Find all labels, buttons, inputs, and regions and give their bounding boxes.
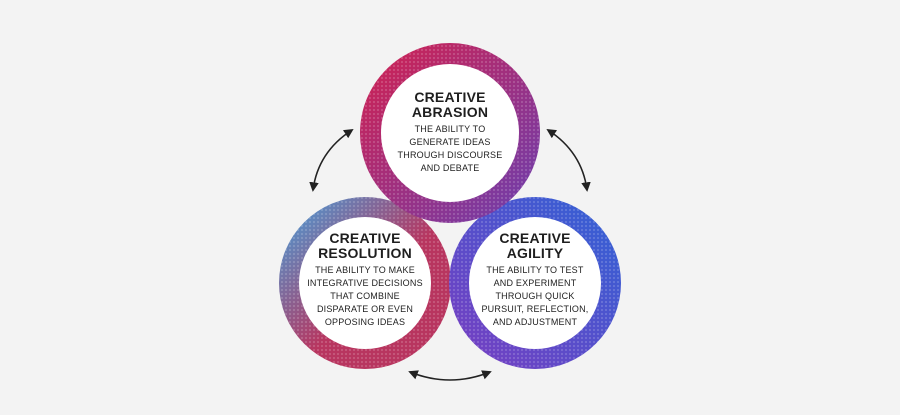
resolution-desc-line-2: INTEGRATIVE DECISIONS [307, 278, 423, 288]
circle-creative-resolution [279, 197, 451, 369]
agility-description: THE ABILITY TO TEST AND EXPERIMENT THROU… [466, 264, 604, 329]
agility-desc-line-1: THE ABILITY TO TEST [486, 265, 584, 275]
abrasion-inner-disc [381, 64, 519, 202]
resolution-desc-line-4: DISPARATE OR EVEN [316, 304, 414, 314]
agility-inner-disc [469, 217, 601, 349]
resolution-desc-line-5: OPPOSING IDEAS [324, 317, 406, 327]
resolution-title: CREATIVE RESOLUTION [296, 231, 434, 261]
resolution-label: CREATIVE RESOLUTION THE ABILITY TO MAKE … [296, 231, 434, 329]
abrasion-desc-line-2: GENERATE IDEAS [409, 137, 491, 147]
circle-creative-abrasion [360, 43, 540, 223]
agility-desc-line-5: AND ADJUSTMENT [492, 317, 578, 327]
resolution-desc-line-1: THE ABILITY TO MAKE [315, 265, 415, 275]
resolution-title-line-2: RESOLUTION [318, 245, 412, 261]
abrasion-description: THE ABILITY TO GENERATE IDEAS THROUGH DI… [383, 123, 517, 175]
agility-title-line-1: CREATIVE [499, 230, 571, 246]
arrow-abrasion-agility [546, 128, 591, 192]
circle-creative-agility [449, 197, 621, 369]
resolution-inner-disc [299, 217, 431, 349]
resolution-title-line-1: CREATIVE [329, 230, 401, 246]
agility-label: CREATIVE AGILITY THE ABILITY TO TEST AND… [466, 231, 604, 329]
abrasion-title-line-1: CREATIVE [414, 89, 486, 105]
arrow-abrasion-resolution [309, 128, 354, 192]
abrasion-desc-line-4: AND DEBATE [420, 163, 480, 173]
resolution-desc-line-3: THAT COMBINE [330, 291, 400, 301]
arrow-resolution-agility [408, 370, 492, 381]
agility-desc-line-2: AND EXPERIMENT [493, 278, 577, 288]
abrasion-title-line-2: ABRASION [411, 104, 489, 120]
resolution-description: THE ABILITY TO MAKE INTEGRATIVE DECISION… [296, 264, 434, 329]
abrasion-desc-line-1: THE ABILITY TO [414, 124, 486, 134]
agility-desc-line-3: THROUGH QUICK [495, 291, 575, 301]
agility-desc-line-4: PURSUIT, REFLECTION, [481, 304, 589, 314]
agility-title: CREATIVE AGILITY [466, 231, 604, 261]
abrasion-title: CREATIVE ABRASION [383, 90, 517, 120]
abrasion-label: CREATIVE ABRASION THE ABILITY TO GENERAT… [383, 90, 517, 175]
abrasion-desc-line-3: THROUGH DISCOURSE [397, 150, 503, 160]
agility-title-line-2: AGILITY [506, 245, 564, 261]
